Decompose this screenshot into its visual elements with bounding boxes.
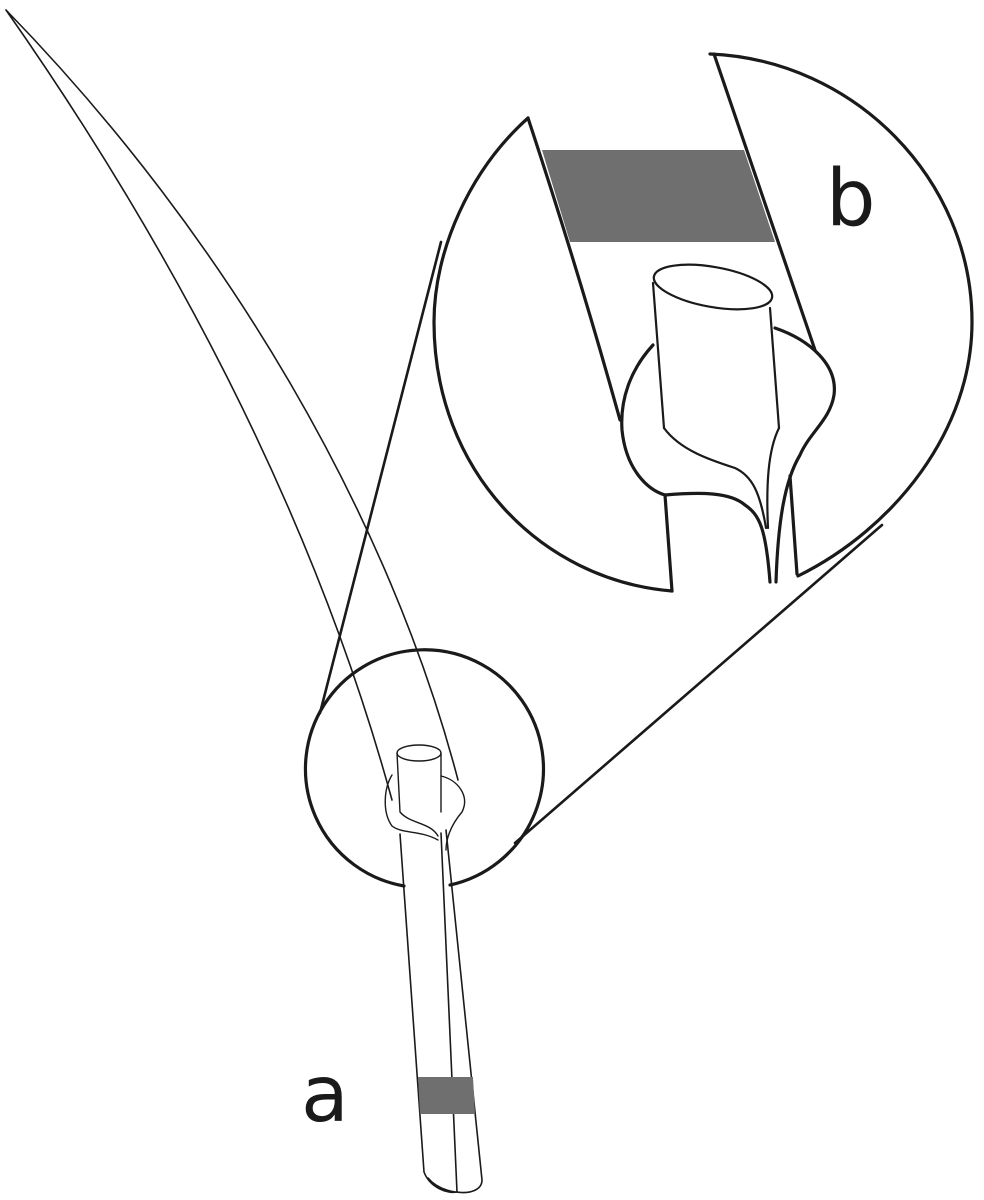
- panel-a: [5, 9, 884, 1194]
- culm-tip: [652, 263, 774, 311]
- panel-label-b: b: [826, 154, 876, 244]
- blade-band: [542, 150, 775, 242]
- ligule-top: [396, 744, 442, 762]
- magnifier-circle: [303, 648, 546, 888]
- connector-line-left: [318, 240, 443, 715]
- blade-edge-right: [712, 52, 817, 352]
- enlarged-circle-left: [432, 116, 674, 593]
- panel-b: [432, 52, 974, 593]
- sheath-outline: [620, 326, 836, 584]
- sheath-auricles: [384, 774, 466, 851]
- panel-label-a: a: [301, 1050, 349, 1140]
- blade-edge-left: [526, 116, 622, 422]
- leaf-blade: [5, 9, 459, 801]
- culm-band: [418, 1077, 475, 1114]
- sheath-inner: [662, 426, 781, 530]
- blade-lower-edges: [663, 474, 799, 593]
- culm: [399, 829, 483, 1194]
- connector-line-right: [513, 523, 884, 845]
- culm-walls: [651, 281, 781, 430]
- ligule-sides: [396, 752, 442, 837]
- enlarged-circle-right: [708, 52, 974, 578]
